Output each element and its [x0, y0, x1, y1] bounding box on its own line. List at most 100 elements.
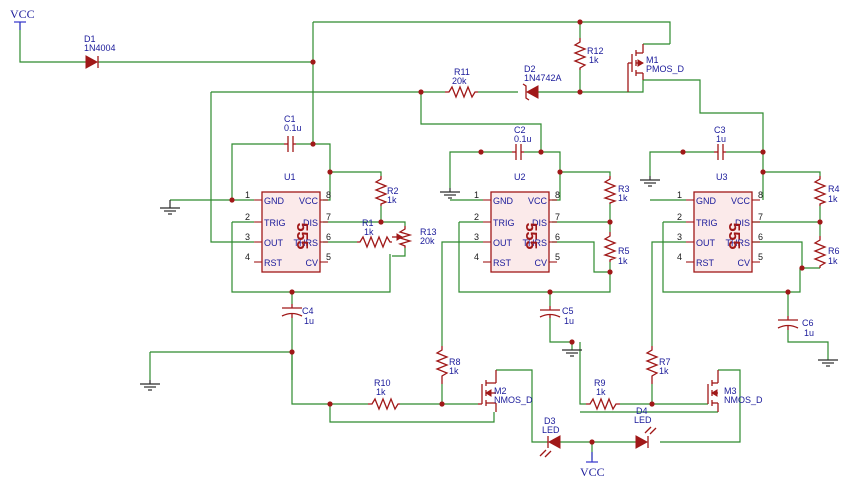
ground-symbol-u3	[640, 176, 660, 187]
svg-text:OUT: OUT	[264, 238, 284, 248]
svg-text:C2: C2	[514, 125, 526, 135]
svg-text:C6: C6	[802, 318, 814, 328]
svg-text:7: 7	[555, 212, 560, 222]
resistor-r9: R9 1k	[586, 378, 620, 411]
capacitor-c1: C1 0.1u	[284, 114, 302, 152]
pmos-m1: M1 PMOS_D	[627, 44, 685, 92]
resistor-r8: R8 1k	[435, 346, 461, 384]
svg-text:VCC: VCC	[528, 196, 548, 206]
svg-text:1u: 1u	[716, 134, 726, 144]
svg-text:OUT: OUT	[696, 238, 716, 248]
svg-text:U3: U3	[716, 172, 728, 182]
svg-text:R10: R10	[374, 378, 391, 388]
svg-text:1u: 1u	[804, 328, 814, 338]
resistor-r3: R3 1k	[603, 176, 630, 204]
svg-text:8: 8	[555, 190, 560, 200]
svg-text:NMOS_D: NMOS_D	[724, 395, 763, 405]
resistor-r10: R10 1k	[368, 378, 400, 411]
svg-text:R6: R6	[828, 246, 840, 256]
svg-text:THRS: THRS	[294, 238, 319, 248]
svg-text:C3: C3	[714, 125, 726, 135]
ground-symbol-c5	[562, 349, 582, 357]
svg-text:1u: 1u	[304, 316, 314, 326]
svg-text:D1: D1	[84, 34, 96, 44]
svg-text:1N4742A: 1N4742A	[524, 73, 562, 83]
svg-text:R13: R13	[420, 227, 437, 237]
capacitor-c6: C6 1u	[777, 316, 814, 338]
svg-text:1k: 1k	[449, 366, 459, 376]
resistor-r7: R7 1k	[645, 346, 671, 384]
svg-text:GND: GND	[264, 196, 285, 206]
svg-text:RST: RST	[264, 258, 283, 268]
svg-text:RST: RST	[696, 258, 715, 268]
svg-text:CV: CV	[534, 258, 547, 268]
svg-text:6: 6	[555, 232, 560, 242]
svg-text:20k: 20k	[452, 76, 467, 86]
svg-text:VCC: VCC	[10, 7, 35, 21]
svg-text:3: 3	[245, 232, 250, 242]
timer-u2: GND TRIG OUT RST VCC DIS THRS CV 1 2 3 4…	[474, 172, 560, 273]
svg-text:CV: CV	[737, 258, 750, 268]
junctions	[229, 19, 823, 445]
svg-text:0.1u: 0.1u	[514, 134, 532, 144]
svg-text:M2: M2	[494, 386, 507, 396]
svg-text:R8: R8	[449, 357, 461, 367]
resistor-r4: R4 1k	[813, 176, 840, 206]
svg-text:VCC: VCC	[580, 465, 605, 479]
svg-text:LED: LED	[634, 415, 652, 425]
svg-text:5: 5	[326, 252, 331, 262]
led-d3: D3 LED	[539, 416, 561, 458]
svg-text:2: 2	[474, 212, 479, 222]
svg-text:1k: 1k	[618, 193, 628, 203]
svg-text:R3: R3	[618, 184, 630, 194]
svg-text:6: 6	[758, 232, 763, 242]
timer-u1: GND TRIG OUT RST VCC DIS THRS CV 1 2 3 4…	[245, 172, 331, 273]
svg-text:1u: 1u	[564, 316, 574, 326]
svg-text:3: 3	[474, 232, 479, 242]
resistor-r1: R1 1k	[357, 218, 392, 249]
svg-text:C4: C4	[302, 306, 314, 316]
svg-text:2: 2	[677, 212, 682, 222]
svg-text:R12: R12	[587, 46, 604, 56]
svg-text:8: 8	[326, 190, 331, 200]
svg-text:C1: C1	[284, 114, 296, 124]
svg-text:R2: R2	[387, 186, 399, 196]
svg-text:TRIG: TRIG	[696, 218, 718, 228]
svg-text:4: 4	[474, 252, 479, 262]
svg-text:LED: LED	[542, 425, 560, 435]
nmos-m2: M2 NMOS_D	[478, 370, 533, 412]
capacitor-c3: C3 1u	[714, 125, 726, 160]
svg-text:THRS: THRS	[523, 238, 548, 248]
svg-text:C5: C5	[562, 306, 574, 316]
capacitor-c4: C4 1u	[281, 304, 314, 326]
zener-diode-d2: D2 1N4742A	[522, 64, 562, 101]
svg-text:NMOS_D: NMOS_D	[494, 395, 533, 405]
svg-text:D2: D2	[524, 64, 536, 74]
svg-text:1k: 1k	[589, 55, 599, 65]
led-d4: D4 LED	[634, 406, 657, 449]
svg-text:555: 555	[522, 223, 539, 250]
svg-text:R5: R5	[618, 246, 630, 256]
resistor-r2: R2 1k	[374, 176, 399, 206]
svg-text:U2: U2	[514, 172, 526, 182]
svg-text:20k: 20k	[420, 236, 435, 246]
svg-text:THRS: THRS	[726, 238, 751, 248]
capacitor-c2: C2 0.1u	[512, 125, 532, 160]
svg-text:DIS: DIS	[303, 218, 318, 228]
svg-text:GND: GND	[493, 196, 514, 206]
svg-text:3: 3	[677, 232, 682, 242]
svg-text:8: 8	[758, 190, 763, 200]
svg-text:TRIG: TRIG	[264, 218, 286, 228]
vcc-symbol-bottom: VCC	[580, 452, 605, 479]
svg-text:5: 5	[758, 252, 763, 262]
resistor-r6: R6 1k	[813, 236, 840, 268]
timer-u3: GND TRIG OUT RST VCC DIS THRS CV 1 2 3 4…	[677, 172, 763, 273]
svg-text:RST: RST	[493, 258, 512, 268]
svg-text:1k: 1k	[828, 194, 838, 204]
potentiometer-r13: R13 20k	[392, 226, 437, 248]
svg-text:R9: R9	[594, 378, 606, 388]
svg-text:1k: 1k	[618, 256, 628, 266]
svg-text:4: 4	[245, 252, 250, 262]
svg-text:0.1u: 0.1u	[284, 123, 302, 133]
svg-text:555: 555	[725, 223, 742, 250]
